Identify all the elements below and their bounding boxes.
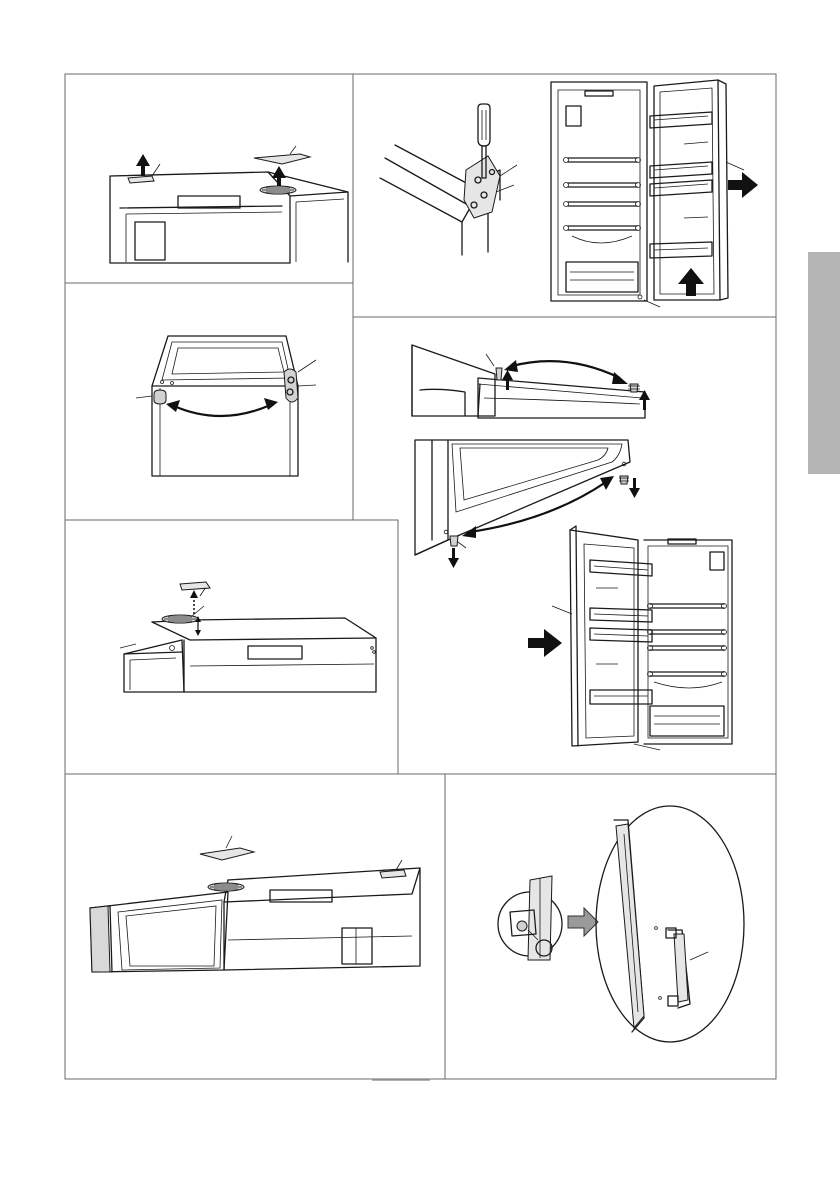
arrow-up-icon bbox=[678, 268, 704, 296]
curved-double-arrow-icon bbox=[504, 360, 628, 384]
panel-remove-hinge-cover bbox=[110, 146, 348, 263]
cover-plate bbox=[180, 582, 210, 590]
cover-plate-right bbox=[380, 870, 406, 878]
panel-swap-pin-side bbox=[412, 345, 650, 568]
panel-refit-door bbox=[528, 526, 732, 750]
arrow-down-icon bbox=[629, 478, 640, 498]
door-shade bbox=[90, 906, 110, 972]
panel-replace-cover bbox=[90, 836, 420, 972]
fridge-shelves bbox=[564, 158, 641, 293]
panel-move-handle bbox=[498, 806, 744, 1042]
curved-double-arrow-icon bbox=[166, 398, 278, 416]
fridge-shelves bbox=[648, 604, 727, 737]
arrow-up-icon bbox=[136, 154, 150, 176]
arrow-right-icon bbox=[528, 629, 562, 657]
hinge-cover bbox=[200, 848, 254, 860]
panel-move-hinge-parts bbox=[120, 582, 376, 692]
hinge-right bbox=[284, 369, 298, 402]
arrow-right-icon bbox=[568, 908, 598, 936]
hinge-cover bbox=[254, 154, 310, 164]
door-bins bbox=[650, 112, 712, 258]
panel-detach-door bbox=[136, 336, 316, 476]
arrow-up-icon bbox=[272, 166, 286, 188]
cover-plate-left bbox=[128, 176, 154, 183]
door-bins bbox=[590, 560, 652, 704]
panel-unscrew-hinge bbox=[380, 80, 758, 307]
arrow-up-icon bbox=[639, 390, 650, 410]
arrow-down-icon bbox=[448, 548, 459, 568]
arrow-right-icon bbox=[728, 172, 758, 198]
hinge-pin-left bbox=[154, 390, 166, 404]
